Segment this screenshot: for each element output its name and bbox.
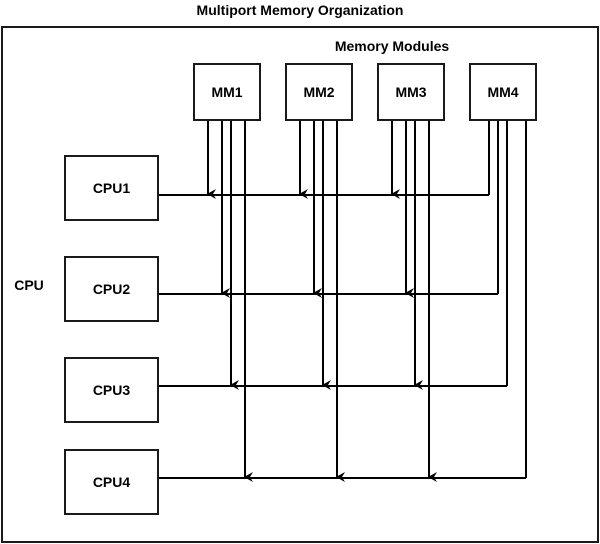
cpu-label: CPU4 bbox=[93, 474, 131, 490]
cpu-cpu2: CPU2 bbox=[64, 256, 159, 322]
wires-group bbox=[158, 120, 527, 482]
memory-module-box bbox=[193, 63, 261, 121]
cpu-cpu4: CPU4 bbox=[64, 449, 159, 515]
memory-modules-group: MM1 MM2 MM3 MM4 bbox=[193, 63, 537, 121]
cpu-cpu3: CPU3 bbox=[64, 357, 159, 423]
memory-module-mm3: MM3 bbox=[377, 63, 445, 121]
cpu-box bbox=[64, 256, 159, 322]
outer-frame bbox=[1, 26, 599, 543]
memory-module-mm4: MM4 bbox=[469, 63, 537, 121]
memory-modules-label: Memory Modules bbox=[335, 38, 450, 54]
memory-module-box bbox=[377, 63, 445, 121]
cpu-label: CPU3 bbox=[93, 382, 131, 398]
memory-module-label: MM2 bbox=[303, 84, 334, 100]
cpu-label: CPU2 bbox=[93, 281, 131, 297]
diagram-title: Multiport Memory Organization bbox=[197, 2, 404, 18]
cpu-box bbox=[64, 357, 159, 423]
memory-module-box bbox=[469, 63, 537, 121]
cpu-box bbox=[64, 449, 159, 515]
memory-module-box bbox=[285, 63, 353, 121]
cpu-group-label: CPU bbox=[14, 277, 44, 293]
memory-module-mm1: MM1 bbox=[193, 63, 261, 121]
memory-module-label: MM4 bbox=[487, 84, 518, 100]
memory-module-mm2: MM2 bbox=[285, 63, 353, 121]
cpu-label: CPU1 bbox=[93, 180, 131, 196]
memory-module-label: MM1 bbox=[211, 84, 242, 100]
cpu-box bbox=[64, 155, 159, 221]
memory-module-label: MM3 bbox=[395, 84, 426, 100]
cpu-cpu1: CPU1 bbox=[64, 155, 159, 221]
